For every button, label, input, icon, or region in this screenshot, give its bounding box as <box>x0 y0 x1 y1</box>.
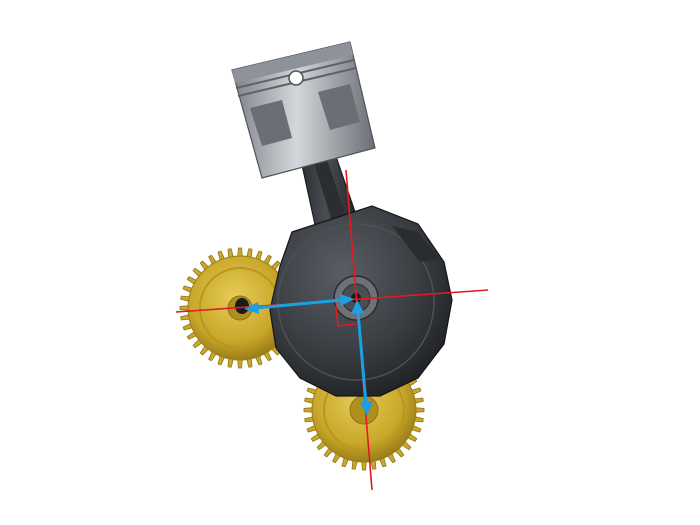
right-angle-marker <box>335 305 357 327</box>
gear-left-bore <box>235 298 249 314</box>
arrowhead-bottom-gear <box>360 401 373 416</box>
arrowhead-crank-left <box>340 294 354 306</box>
arrow-shaft-to-bottom-gear <box>356 311 368 405</box>
arrowhead-crank-bottom <box>351 300 364 314</box>
crank-web-outline <box>277 223 435 381</box>
piston-skirt-window-right <box>318 84 360 130</box>
piston <box>231 41 376 179</box>
arrow-shaft-to-left-gear <box>255 298 343 310</box>
crankshaft-counterweight <box>269 205 453 397</box>
arrowhead-left-gear <box>244 302 259 314</box>
piston-skirt-window-left <box>250 100 292 146</box>
piston-oil-hole <box>288 70 304 86</box>
distance-arrows <box>244 294 373 416</box>
piston-crown <box>232 42 353 83</box>
crank-web-shoulder <box>392 226 440 262</box>
